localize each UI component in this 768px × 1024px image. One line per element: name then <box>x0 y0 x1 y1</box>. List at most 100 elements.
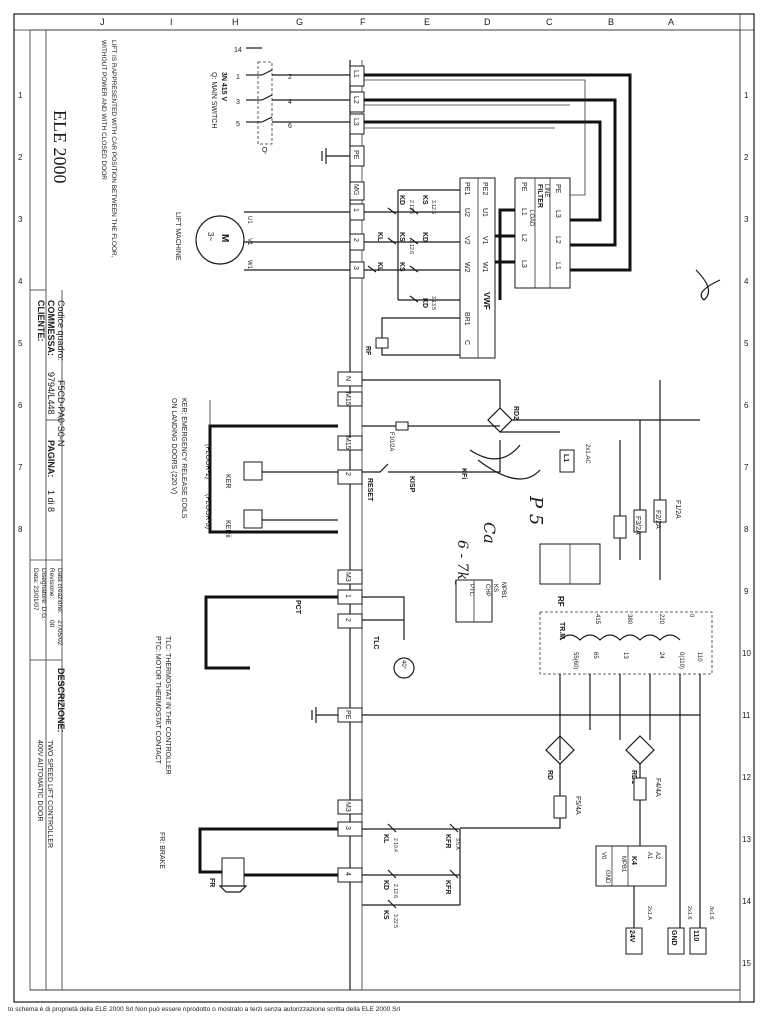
ker-coil-icon <box>243 509 263 529</box>
filter-pin: L2 <box>554 236 561 244</box>
col-letter: A <box>668 17 674 27</box>
contactor-ref: 3.13.5 <box>430 296 436 310</box>
transformer-tap: 0(110) <box>678 652 684 669</box>
floor-label: (FLOOR-3) <box>204 494 211 529</box>
row-number: 4 <box>18 277 23 286</box>
brake-ref: 2.12.6 <box>392 884 398 898</box>
filter-pin: PE <box>554 184 561 194</box>
terminal: MG <box>352 184 359 195</box>
handwritten-notes: P 5 Ca 6 - 7kg <box>454 269 721 589</box>
commessa-value: 9794/L448 <box>46 372 56 415</box>
row-ruler: 1 2 3 4 5 6 7 8 9 10 11 12 13 14 15 <box>742 91 751 968</box>
row-number: 10 <box>742 649 751 658</box>
transformer-tap: 0 <box>688 614 694 618</box>
filter-pin: L1 <box>520 208 527 216</box>
vvvf-pin: U2 <box>463 208 470 217</box>
kfr-label: KFR <box>444 834 451 848</box>
rd2-label: RD2 <box>512 406 519 420</box>
col-letter: G <box>296 17 303 27</box>
tlc-temp: 40° <box>400 660 406 670</box>
brake-ref: 3.5.A <box>454 838 460 850</box>
row-number: 9 <box>744 587 749 596</box>
k4-pin: GND <box>604 870 610 884</box>
reset-label: RESET <box>366 478 373 502</box>
vvvf-pin: V2 <box>463 236 470 245</box>
q-pin: 1 <box>236 74 240 81</box>
vvvf-pin: BR1 <box>463 312 470 326</box>
terminal-l3: L3 <box>352 118 359 126</box>
motor-contactors: KD KS KS KD KL KS KD KL 2.13.5 3.12.6 2.… <box>364 189 460 310</box>
fuse-label: F3/2A <box>634 516 641 535</box>
vvvf-pin: C <box>463 340 470 345</box>
terminal-gnd: GND <box>670 930 677 946</box>
ker-description: ON LANDING DOORS (220 V) <box>170 398 177 494</box>
outer-frame <box>13 13 755 1003</box>
q-pin: 6 <box>288 123 292 130</box>
cable-label: 2x1.A <box>646 906 652 920</box>
k4-pin: V0 <box>600 852 606 860</box>
row-number: 3 <box>18 215 23 224</box>
vvvf-pin: W1 <box>481 262 488 273</box>
terminal: 1 <box>352 208 359 212</box>
k4-label: K4 <box>630 856 637 865</box>
pagina-value: 1 di 8 <box>46 490 56 512</box>
fuse-icon <box>613 515 627 539</box>
terminal-m15: M15 <box>344 392 351 406</box>
row-number: 14 <box>742 897 751 906</box>
ker-coil-icon <box>243 461 263 481</box>
relay-rf: RF <box>539 543 601 607</box>
kfr-label: KFR <box>444 880 451 894</box>
filter-title: FILTER <box>536 184 543 208</box>
brake-description: FR: BRAKE <box>158 832 165 869</box>
kisp-label: KISP <box>408 476 415 493</box>
ker-label: KERii <box>224 520 231 538</box>
ker-description: KER: EMERGENCY RELEASE COILS <box>180 398 187 519</box>
descrizione-label: DESCRIZIONE: <box>56 668 66 733</box>
fuse-icon <box>553 795 567 819</box>
supply-cables <box>364 73 632 272</box>
codice-value: F5CD-PA0-S0-N <box>56 380 66 446</box>
k4-mpb1-block: K4 MPB1 V0 A1 A2 GND <box>595 845 667 887</box>
title-block: ELE 2000 LIFT IS RAPPRESENTED WITH CAR P… <box>30 30 117 990</box>
contactor-kl: KL <box>376 262 383 272</box>
row-number: 1 <box>18 91 23 100</box>
terminal: 2 <box>352 238 359 242</box>
col-letter: E <box>424 17 430 27</box>
row-number: 8 <box>18 525 23 534</box>
fuse-label: F2/2A <box>654 510 661 529</box>
cable-label: 2x1.AC <box>584 444 590 464</box>
vvvf-pin: PE1 <box>463 182 470 195</box>
row-ruler-left: 1 2 3 4 5 6 7 8 <box>18 91 23 534</box>
transformer-tap: 55(60) <box>572 652 578 669</box>
fuse-icon <box>395 421 409 431</box>
vvvf-pin: PE2 <box>481 182 488 195</box>
terminal: 2 <box>344 618 351 622</box>
terminal-pe: PE <box>344 710 351 720</box>
transformer-coil-icon <box>559 634 681 641</box>
motor-terminals: MG 1 2 3 <box>349 181 365 279</box>
filter-pin: L3 <box>520 260 527 268</box>
contactor-kd: KD <box>398 195 405 205</box>
contactor-ks: KS <box>421 195 428 205</box>
row-number: 6 <box>744 401 749 410</box>
data-creazione-value: 27/05/02 <box>56 620 63 646</box>
rd1-label: RD1 <box>630 770 637 784</box>
floor-label: (FLOOR-1) <box>204 444 211 479</box>
filter-pin: L2 <box>520 234 527 242</box>
main-switch-label: Q: MAIN SWITCH <box>210 72 217 128</box>
terminal-l2: L2 <box>352 96 359 104</box>
col-letter: J <box>100 17 105 27</box>
fuse-icon <box>633 777 647 801</box>
row-number: 2 <box>18 153 23 162</box>
descrizione-line-1: TWO SPEED LIFT CONTROLLER <box>46 740 53 848</box>
pe-terminal-mid: PE <box>311 707 700 723</box>
row-number: 13 <box>742 835 751 844</box>
motor-symbol: M <box>219 234 230 242</box>
vvvf-title: VWF <box>482 292 491 310</box>
terminal: 2 <box>344 472 351 476</box>
col-letter: D <box>484 17 491 27</box>
fuse-bank: F1/2A F2/2A F3/2A L1 2x1.AC <box>559 380 681 580</box>
terminal: 4 <box>344 872 351 876</box>
